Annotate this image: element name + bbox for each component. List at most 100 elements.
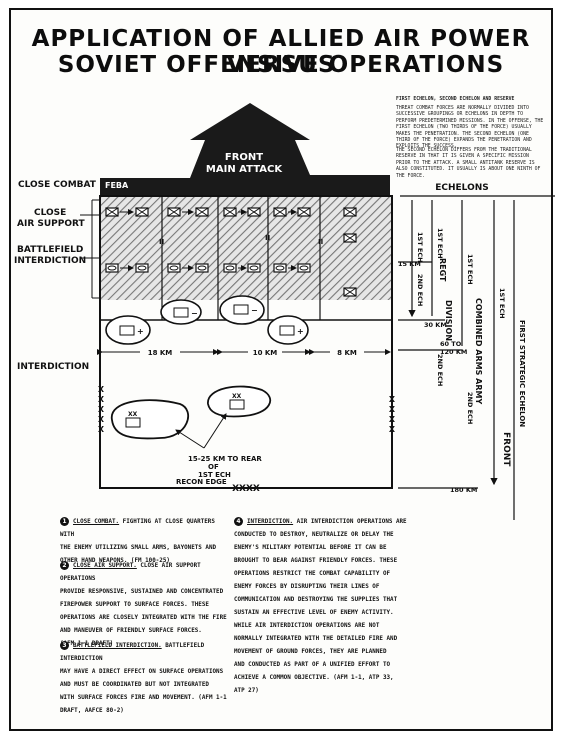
plus-sign: + xyxy=(137,327,144,336)
legend-item-3: 3 BATTLEFIELD INTERDICTION. BATTLEFIELD I… xyxy=(60,640,232,718)
label-interdiction: INTERDICTION xyxy=(17,362,90,372)
legend-line: AND MUST BE COORDINATED BUT NOT INTEGRAT… xyxy=(60,682,209,688)
plus-sign: + xyxy=(297,327,304,336)
dist-18km: 18 KM xyxy=(148,349,173,357)
legend-line: OPERATIONS RESTRICT THE COMBAT CAPABILIT… xyxy=(234,571,391,577)
km-30: 30 KM xyxy=(424,321,447,329)
unit-marker-xx: XX xyxy=(232,393,242,400)
feba-label: FEBA xyxy=(105,181,129,190)
legend-line: MAY HAVE A DIRECT EFFECT ON SURFACE OPER… xyxy=(60,669,224,675)
legend-line: (AFM 1-1 DRAFT) xyxy=(60,641,114,647)
legend-line: FIGHTING AT CLOSE QUARTERS WITH xyxy=(60,519,215,538)
echelon-diagram: FRONT MAIN ATTACK FEBA xyxy=(80,103,555,520)
second-ech-regt: 2ND ECH xyxy=(416,274,424,306)
boundary-x: X xyxy=(389,425,396,434)
legend-line: ENEMY FORCES BY DISRUPTING THEIR LINES O… xyxy=(234,584,380,590)
label-close-air-support-1: CLOSE xyxy=(34,208,67,218)
legend-line: ACHIEVE A COMMON OBJECTIVE. (AFM 1-1, AT… xyxy=(234,675,394,681)
label-battlefield-2: INTERDICTION xyxy=(14,256,87,266)
legend-line: OPERATIONS ARE CLOSELY INTEGRATED WITH T… xyxy=(60,615,227,621)
rear-note-1: 15-25 KM TO REAR xyxy=(188,455,262,463)
first-ech-front: 1ST ECH xyxy=(498,288,506,319)
unit-marker-ii: II xyxy=(265,234,270,242)
legend-line: PROVIDE RESPONSIVE, SUSTAINED AND CONCEN… xyxy=(60,589,224,595)
unit-marker-ii: II xyxy=(159,238,164,246)
first-ech-div: 1ST ECH xyxy=(436,228,444,259)
legend-line: FIREPOWER SUPPORT TO SURFACE FORCES. THE… xyxy=(60,602,209,608)
legend-line: BROUGHT TO BEAR AGAINST FRIENDLY FORCES.… xyxy=(234,558,398,564)
minus-sign: − xyxy=(191,309,198,318)
legend-line: THE ENEMY UTILIZING SMALL ARMS, BAYONETS… xyxy=(60,545,217,551)
label-close-air-support-2: AIR SUPPORT xyxy=(17,219,85,229)
army-boundary-marker: XXXX xyxy=(232,484,260,494)
boundary-x: X xyxy=(98,385,105,394)
legend-line: CLOSE AIR SUPPORT OPERATIONS xyxy=(60,563,201,582)
second-ech-army: 2ND ECH xyxy=(466,392,474,424)
first-ech-army: 1ST ECH xyxy=(466,254,474,285)
legend-number-2: 2 xyxy=(60,561,69,570)
dist-10km: 10 KM xyxy=(253,349,278,357)
boundary-x: X xyxy=(389,415,396,424)
first-strategic-echelon-label: FIRST STRATEGIC ECHELON xyxy=(518,320,526,427)
label-battlefield-1: BATTLEFIELD xyxy=(17,245,84,255)
front-echelon-label: FRONT xyxy=(501,432,511,467)
legend-line: MOVEMENT OF GROUND FORCES, THEY ARE PLAN… xyxy=(234,649,387,655)
legend-term-2: CLOSE AIR SUPPORT. xyxy=(73,563,137,569)
legend-line: NORMALLY INTEGRATED WITH THE DETAILED FI… xyxy=(234,636,398,642)
legend-line: DRAFT, AAFCE 80-2) xyxy=(60,708,124,714)
note-para-1: THREAT COMBAT FORCES ARE NORMALLY DIVIDE… xyxy=(396,106,544,150)
legend-item-2: 2 CLOSE AIR SUPPORT. CLOSE AIR SUPPORT OP… xyxy=(60,560,232,651)
legend-line: AND MANEUVER OF FRIENDLY SURFACE FORCES. xyxy=(60,628,202,634)
legend-line: BATTLEFIELD INTERDICTION xyxy=(60,643,205,662)
legend-line: AND CONDUCTED AS PART OF A UNIFIED EFFOR… xyxy=(234,662,391,668)
label-close-combat: CLOSE COMBAT xyxy=(18,180,96,190)
legend-line: ATP 27) xyxy=(234,688,259,694)
rear-note-2: OF xyxy=(208,463,219,471)
second-ech-div: 2ND ECH xyxy=(436,354,444,386)
main-attack-label: MAIN ATTACK xyxy=(206,164,283,175)
legend-number-4: 4 xyxy=(234,517,243,526)
title-line-1: APPLICATION OF ALLIED AIR POWER VERSUS xyxy=(31,26,531,78)
first-ech-regt: 1ST ECH xyxy=(416,232,424,263)
title-line-2: SOVIET OFFENSIVE OPERATIONS xyxy=(57,52,505,78)
legend-line: WITH SURFACE FORCES FIRE AND MOVEMENT. (… xyxy=(60,695,227,701)
division-label: DIVISION xyxy=(444,300,453,341)
legend-line: AIR INTERDICTION OPERATIONS ARE xyxy=(296,519,407,525)
note-heading: FIRST ECHELON, SECOND ECHELON AND RESERV… xyxy=(396,97,515,102)
regt-label: REGT xyxy=(438,258,447,282)
legend-term-4: INTERDICTION. xyxy=(247,519,294,525)
legend-line: WHILE AIR INTERDICTION OPERATIONS ARE NO… xyxy=(234,623,380,629)
unit-marker-ii: II xyxy=(318,238,323,246)
legend-line: OTHER HAND WEAPONS. (FM 100-25) xyxy=(60,558,170,564)
echelons-label: ECHELONS xyxy=(435,183,489,193)
legend-line: ENEMY'S MILITARY POTENTIAL BEFORE IT CAN… xyxy=(234,545,387,551)
dist-8km: 8 KM xyxy=(337,349,357,357)
legend-term-3: BATTLEFIELD INTERDICTION. xyxy=(73,643,162,649)
boundary-x: X xyxy=(389,395,396,404)
km-15: 15 KM xyxy=(398,260,421,268)
boundary-x: X xyxy=(98,425,105,434)
note-para-2: THE SECOND ECHELON DIFFERS FROM THE TRAD… xyxy=(396,148,541,179)
legend-number-3: 3 xyxy=(60,641,69,650)
boundary-x: X xyxy=(98,415,105,424)
km-60: 60 TO xyxy=(440,340,462,348)
main-attack-arrow xyxy=(100,103,390,196)
recon-edge-label: RECON EDGE xyxy=(176,478,227,486)
front-label: FRONT xyxy=(225,152,263,163)
legend-term-1: CLOSE COMBAT. xyxy=(73,519,120,525)
boundary-x: X xyxy=(98,395,105,404)
legend-item-4: 4 INTERDICTION. AIR INTERDICTION OPERATIO… xyxy=(234,516,422,698)
battle-area-outline xyxy=(99,195,393,489)
legend-line: COMMUNICATION AND DESTROYING THE SUPPLIE… xyxy=(234,597,398,603)
minus-sign: − xyxy=(251,306,258,315)
km-180: 180 KM xyxy=(450,486,477,494)
boundary-x: X xyxy=(389,405,396,414)
legend-line: SUSTAIN AN EFFECTIVE LEVEL OF ENEMY ACTI… xyxy=(234,610,394,616)
combined-arms-army-label: COMBINED ARMS ARMY xyxy=(474,298,483,404)
boundary-x: X xyxy=(98,405,105,414)
legend-line: CONDUCTED TO DESTROY, NEUTRALIZE OR DELA… xyxy=(234,532,394,538)
unit-marker-xx: XX xyxy=(128,411,138,418)
rear-note-3: 1ST ECH xyxy=(198,471,231,479)
